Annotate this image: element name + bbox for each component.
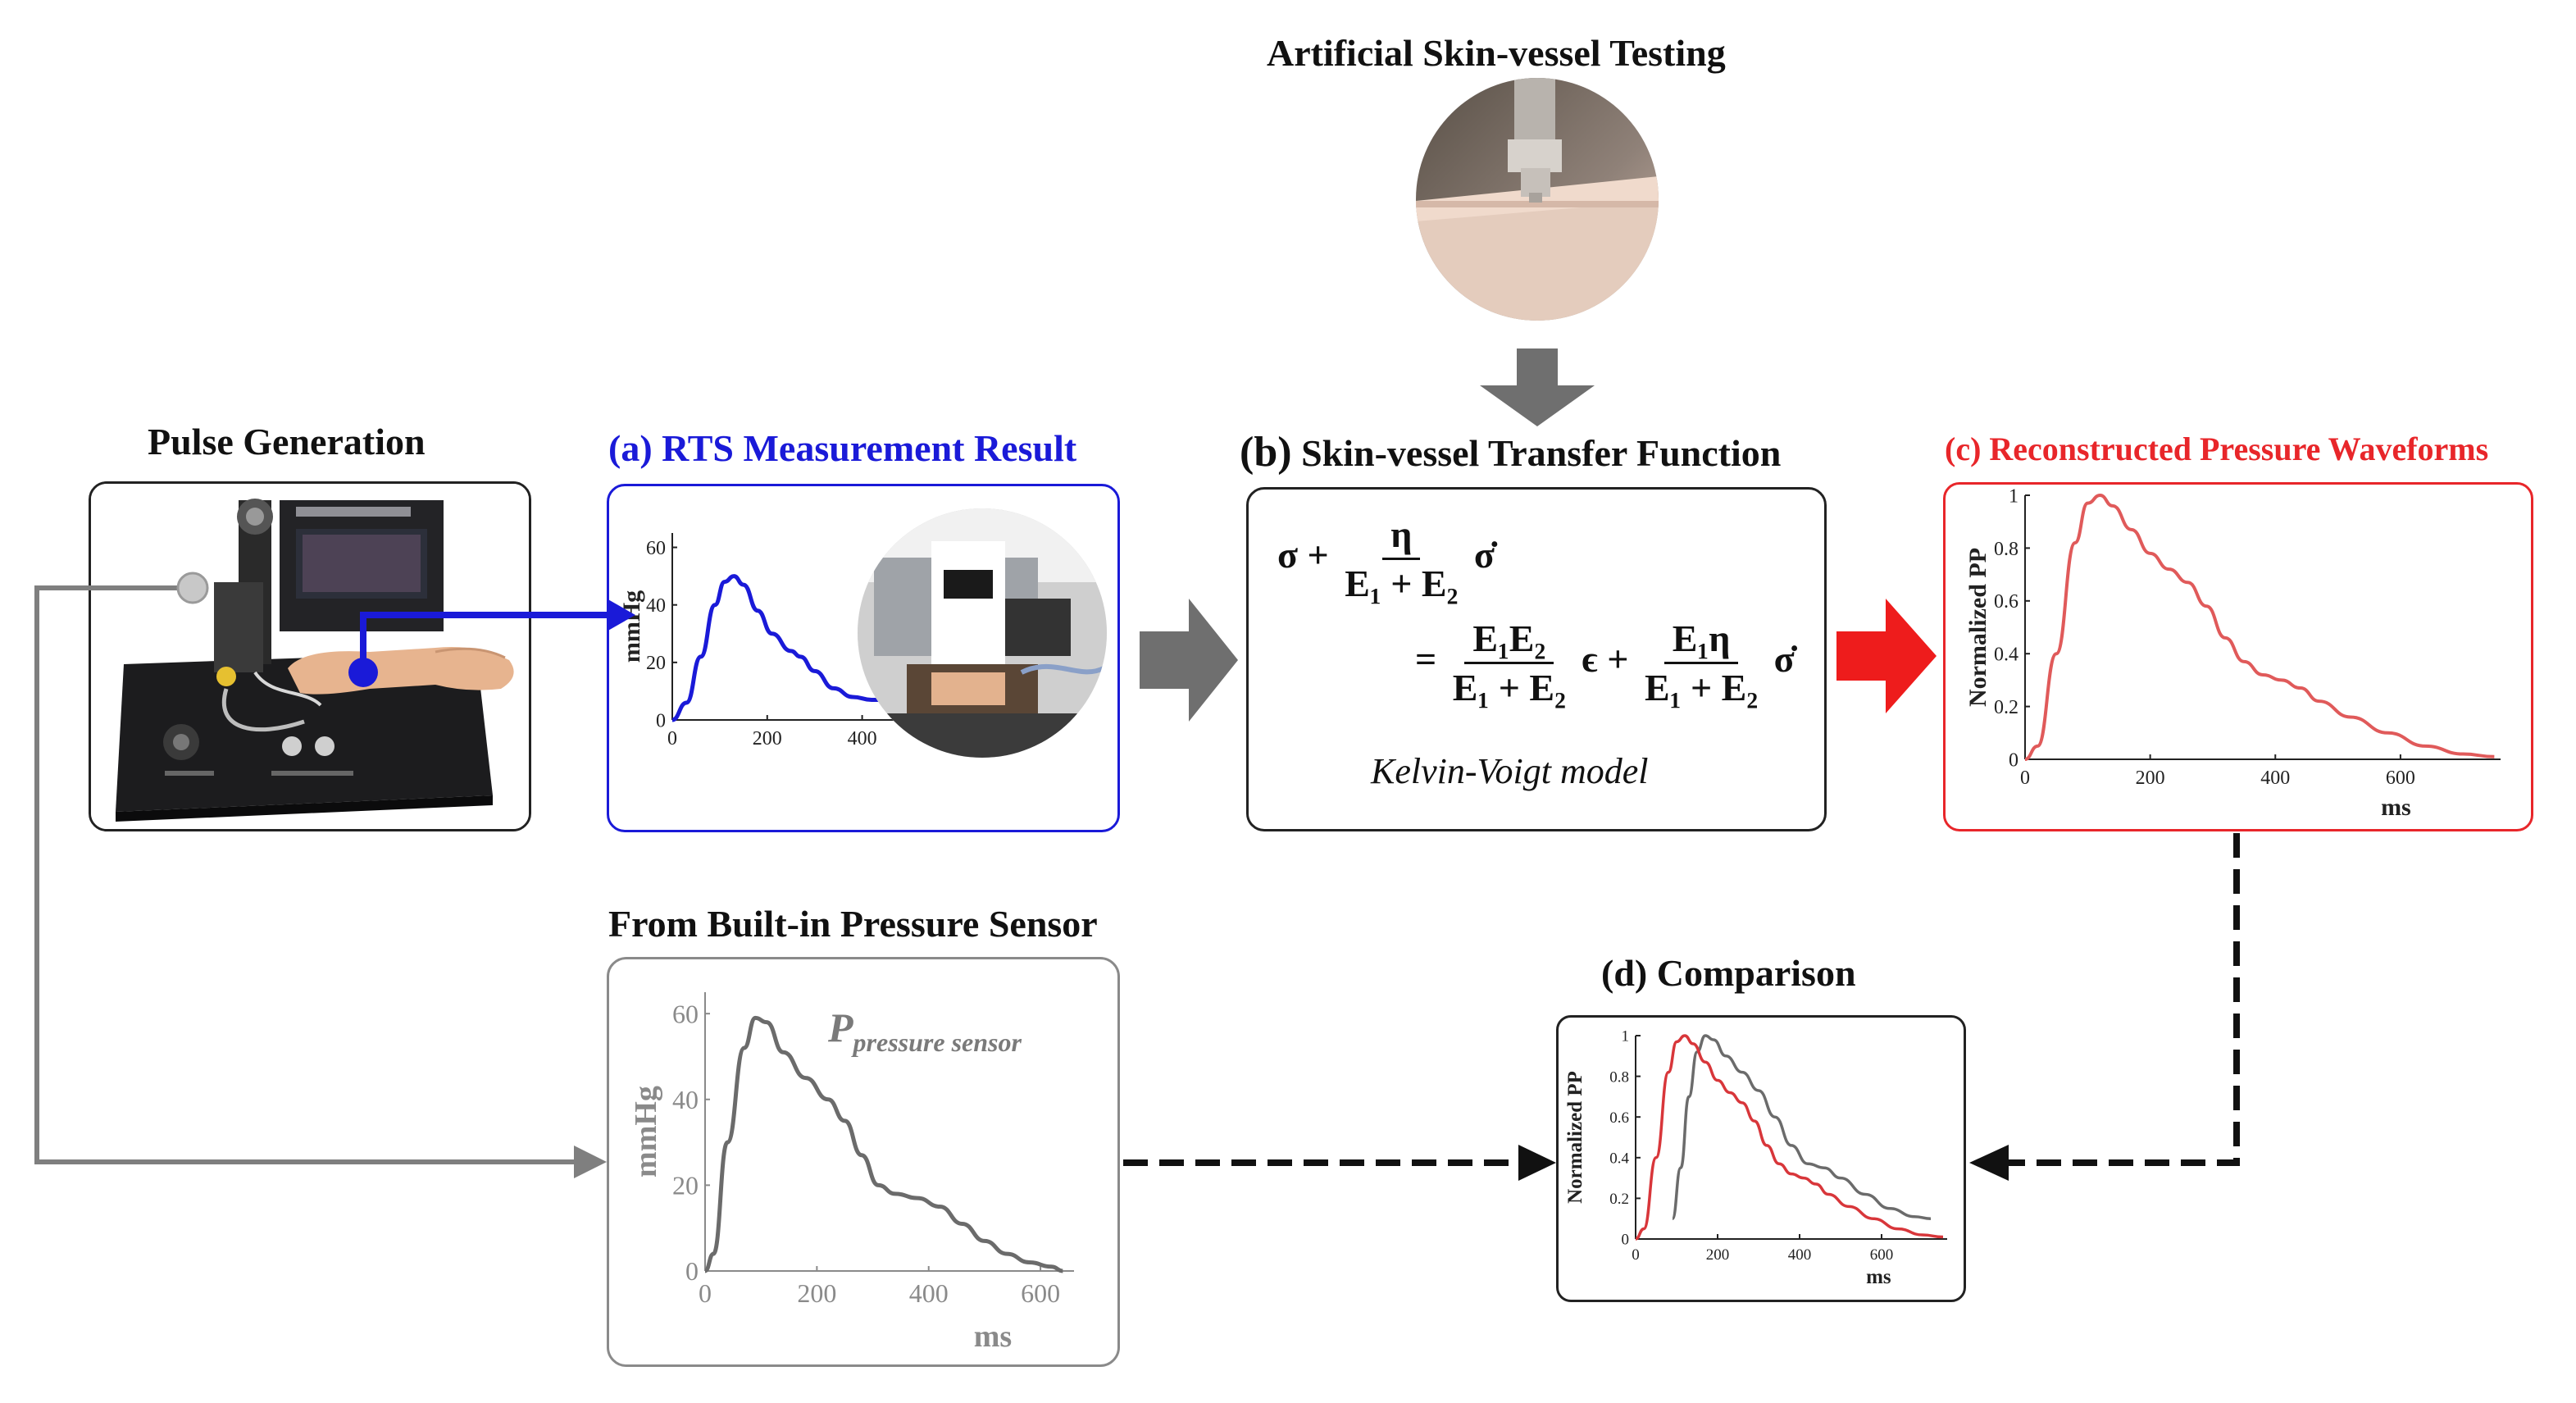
formula-line-1: σ + η E₁ + E₂ σ̇ bbox=[1277, 512, 1495, 605]
builtin-y-tick-label: 60 bbox=[672, 999, 699, 1028]
builtin-annotation-sub: pressure sensor bbox=[851, 1027, 1022, 1057]
comparison-ylabel: Normalized PP bbox=[1564, 1071, 1586, 1204]
builtin-y-tick-label: 40 bbox=[672, 1085, 699, 1114]
reconstructed-x-tick-label: 400 bbox=[2260, 768, 2290, 789]
reconstructed-y-tick-label: 0.2 bbox=[1994, 697, 2018, 718]
comparison-x-tick-label: 600 bbox=[1870, 1246, 1894, 1264]
formula-epsilon-plus: ϵ + bbox=[1582, 638, 1629, 681]
formula-sigma: σ + bbox=[1277, 534, 1329, 576]
rts-label: (a) bbox=[608, 427, 653, 469]
builtin-y-tick-label: 20 bbox=[672, 1171, 699, 1200]
transfer-function-title: (b) Skin-vessel Transfer Function bbox=[1240, 428, 1781, 476]
builtin-xlabel: ms bbox=[974, 1319, 1012, 1354]
builtin-chart: 0 200 400 600 0 20 40 60 mmHg ms Ppressure sensor bbox=[629, 992, 1074, 1354]
reconstructed-y-tick-label: 0.4 bbox=[1994, 645, 2018, 666]
transfer-function-panel bbox=[1246, 487, 1827, 831]
transfer-label: (b) bbox=[1240, 429, 1292, 476]
transfer-to-reconstructed-arrow bbox=[1836, 599, 1937, 713]
rts-setup-photo bbox=[858, 508, 1107, 758]
formula-line-2: = E₁E₂ E₁ + E₂ ϵ + E₁η E₁ + E₂ σ̇ bbox=[1415, 617, 1795, 709]
formula-sigma-dot-2: σ̇ bbox=[1773, 638, 1795, 681]
comparison-y-tick-label: 0.6 bbox=[1609, 1109, 1629, 1127]
comparison-y-tick-label: 1 bbox=[1622, 1028, 1630, 1045]
rts-y-tick-label: 0 bbox=[656, 710, 666, 731]
builtin-sensor-panel bbox=[607, 957, 1120, 1367]
kelvin-voigt-label: Kelvin-Voigt model bbox=[1371, 751, 1649, 791]
rts-y-tick-label: 40 bbox=[646, 595, 666, 617]
formula-sigma-dot-1: σ̇ bbox=[1473, 534, 1495, 576]
rts-y-tick-label: 20 bbox=[646, 653, 666, 674]
rts-title: (a) RTS Measurement Result bbox=[608, 426, 1076, 470]
comparison-x-tick-label: 200 bbox=[1706, 1246, 1730, 1264]
builtin-x-tick-label: 400 bbox=[909, 1278, 949, 1308]
sensor-to-comparison-connector bbox=[1123, 1145, 1556, 1181]
formula-eprod: E₁E₂ bbox=[1464, 617, 1554, 664]
comparison-y-tick-label: 0.4 bbox=[1609, 1150, 1629, 1167]
builtin-x-tick-label: 200 bbox=[797, 1278, 836, 1308]
formula-esum-1: E₁ + E₂ bbox=[1345, 563, 1459, 604]
formula-frac-eta: η E₁ + E₂ bbox=[1345, 512, 1458, 605]
reconstructed-x-tick-label: 0 bbox=[2020, 768, 2030, 789]
pulse-generation-panel bbox=[89, 481, 531, 831]
pulse-generator-photo bbox=[91, 484, 529, 829]
reconstructed-ylabel: Normalized PP bbox=[1964, 548, 1991, 707]
builtin-x-tick-label: 600 bbox=[1021, 1278, 1060, 1308]
rts-x-tick-label: 0 bbox=[667, 728, 677, 749]
formula-equals: = bbox=[1415, 638, 1437, 681]
reconstructed-y-tick-label: 0 bbox=[2009, 749, 2018, 771]
comparison-series-0-line bbox=[1671, 1034, 1932, 1220]
reconstructed-x-tick-label: 600 bbox=[2386, 768, 2415, 789]
formula-esum-3: E₁ + E₂ bbox=[1644, 667, 1759, 708]
transfer-text: Skin-vessel Transfer Function bbox=[1301, 432, 1782, 474]
comparison-xlabel: ms bbox=[1866, 1266, 1891, 1288]
comparison-x-tick-label: 400 bbox=[1788, 1246, 1812, 1264]
testing-down-arrow bbox=[1480, 348, 1595, 426]
builtin-annotation: Ppressure sensor bbox=[827, 1004, 1022, 1057]
formula-eta: η bbox=[1382, 512, 1421, 560]
comparison-x-tick-label: 0 bbox=[1632, 1246, 1640, 1264]
reconstructed-x-tick-label: 200 bbox=[2136, 768, 2165, 789]
formula-frac-eprod: E₁E₂ E₁ + E₂ bbox=[1453, 617, 1566, 709]
builtin-x-tick-label: 0 bbox=[699, 1278, 712, 1308]
reconstructed-xlabel: ms bbox=[2381, 794, 2411, 821]
pulse-generation-title: Pulse Generation bbox=[148, 421, 426, 462]
reconstructed-y-tick-label: 0.8 bbox=[1994, 539, 2018, 560]
rts-to-transfer-arrow bbox=[1140, 599, 1238, 722]
reconstructed-y-tick-label: 1 bbox=[2009, 485, 2018, 507]
comparison-y-tick-label: 0.8 bbox=[1609, 1068, 1629, 1086]
reconstructed-y-tick-label: 0.6 bbox=[1994, 591, 2018, 613]
formula-esum-2: E₁ + E₂ bbox=[1452, 667, 1566, 708]
rts-x-tick-label: 200 bbox=[753, 728, 782, 749]
rts-y-tick-label: 60 bbox=[646, 538, 666, 559]
rts-text: RTS Measurement Result bbox=[662, 427, 1077, 469]
reconstructed-series-0-line bbox=[2024, 494, 2495, 761]
formula-e1eta: E₁η bbox=[1663, 617, 1739, 664]
skin-vessel-testing-title: Artificial Skin-vessel Testing bbox=[1267, 32, 1726, 74]
builtin-series-0-line bbox=[703, 1015, 1063, 1273]
builtin-ylabel: mmHg bbox=[629, 1086, 663, 1178]
builtin-y-tick-label: 0 bbox=[685, 1256, 699, 1286]
comparison-series-1-line bbox=[1635, 1034, 1944, 1241]
comparison-y-tick-label: 0.2 bbox=[1609, 1191, 1629, 1208]
comparison-panel bbox=[1556, 1015, 1966, 1302]
comparison-y-tick-label: 0 bbox=[1622, 1232, 1630, 1249]
builtin-sensor-title: From Built-in Pressure Sensor bbox=[608, 903, 1098, 945]
reconstructed-title: (c) Reconstructed Pressure Waveforms bbox=[1945, 430, 2489, 467]
rts-ylabel: mmHg bbox=[623, 590, 645, 663]
rts-x-tick-label: 400 bbox=[848, 728, 877, 749]
reconstructed-to-comparison-connector bbox=[1969, 833, 2240, 1181]
formula-frac-e1eta: E₁η E₁ + E₂ bbox=[1645, 617, 1758, 709]
skin-vessel-testing-photo bbox=[1416, 78, 1659, 321]
comparison-title: (d) Comparison bbox=[1601, 952, 1856, 994]
